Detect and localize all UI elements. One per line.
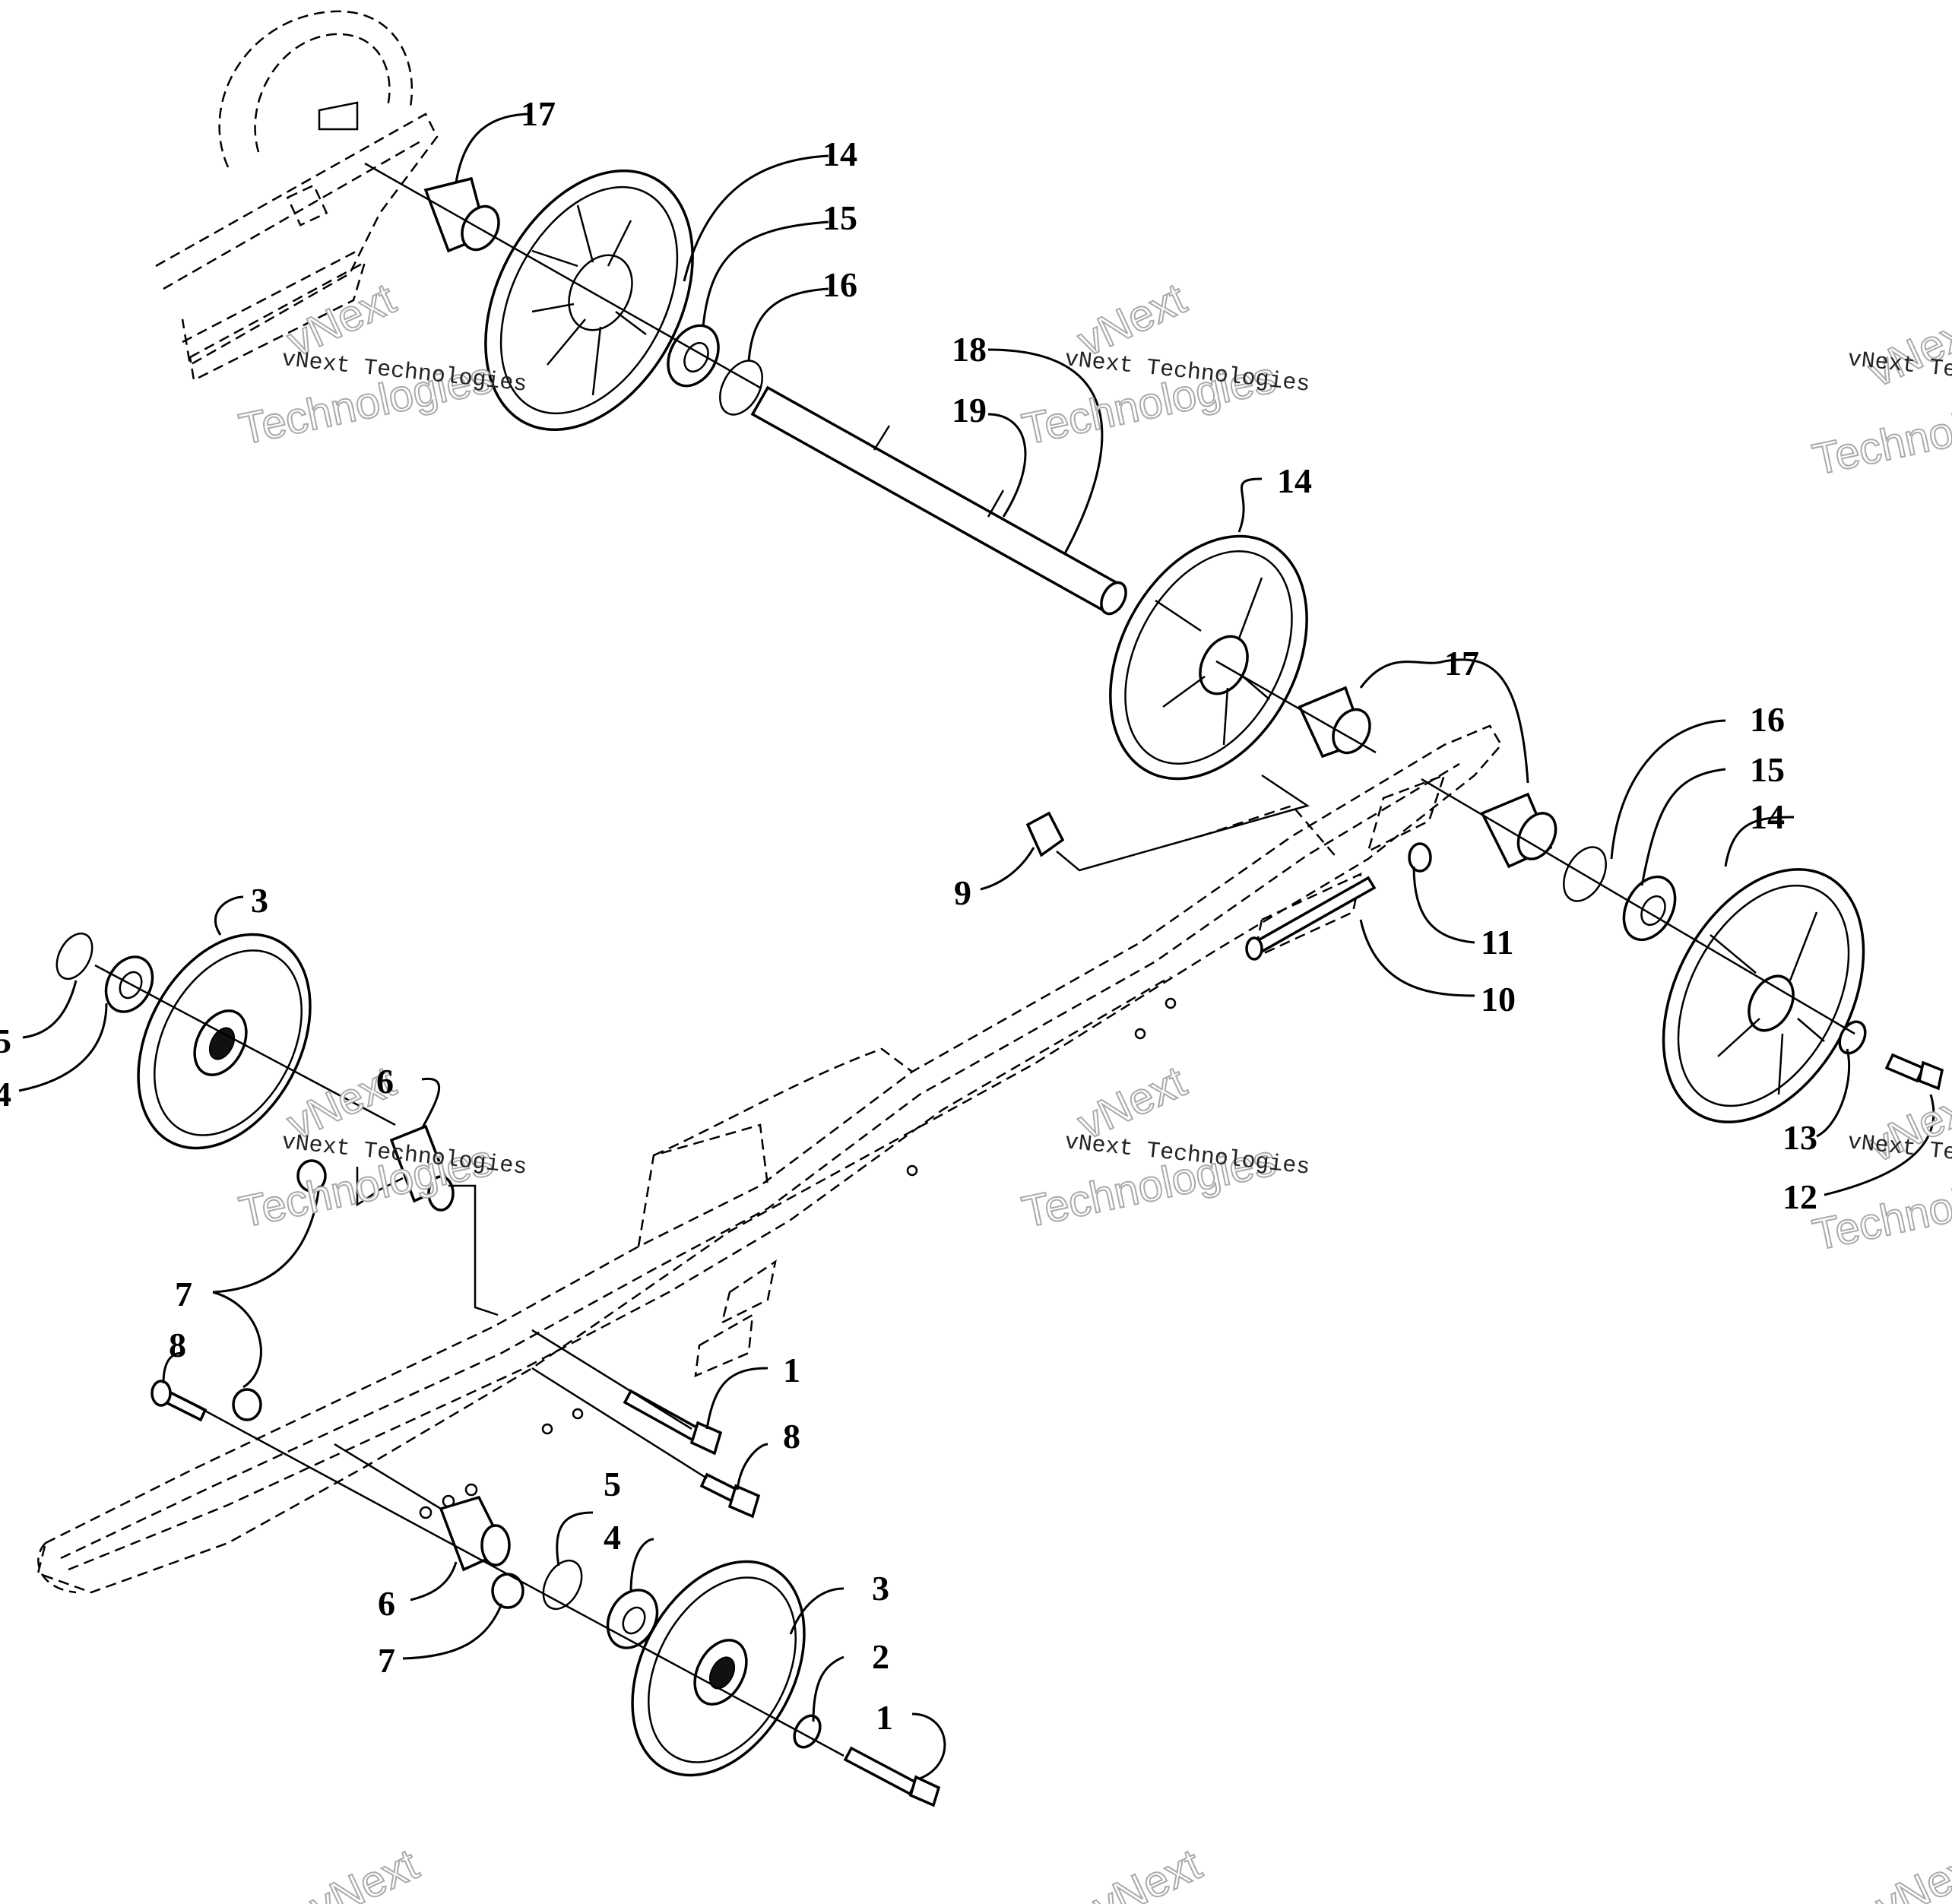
callout-18: 18 (952, 330, 987, 369)
watermark-brand: vNext (1085, 1839, 1209, 1904)
long-bolt (1245, 876, 1377, 961)
callout-11: 11 (1481, 923, 1513, 962)
callout-4: 4 (604, 1518, 621, 1557)
callout-1: 1 (783, 1351, 800, 1389)
watermark-group-5: vNext Technologies vNext Technologies (1017, 1056, 1311, 1238)
callout-19: 19 (952, 391, 987, 429)
stop-block (1025, 811, 1065, 857)
callout-1: 1 (876, 1698, 893, 1737)
callout-14: 14 (1750, 797, 1785, 836)
bearing-upper (667, 324, 720, 388)
watermark-group-1: vNext Technologies vNext Technologies (234, 273, 528, 455)
snap-ring-left-lower (542, 1560, 583, 1610)
callout-8: 8 (169, 1326, 186, 1364)
watermark-word: Technologies (1808, 383, 1952, 485)
callout-labels: 17 14 15 16 18 19 14 17 16 15 14 9 11 10… (0, 94, 1817, 1737)
watermark-group-3: vNext Technologies vNext Technologies (1808, 303, 1952, 486)
washer-lower (793, 1714, 822, 1749)
bogie-wheel-lower (631, 1560, 806, 1777)
callout-10: 10 (1481, 980, 1516, 1019)
nut-upper (296, 1159, 327, 1193)
callout-3: 3 (251, 881, 268, 920)
snap-ring-left-upper (55, 932, 93, 981)
watermark-brand: vNext (1868, 1839, 1952, 1904)
bolt-mid-1 (623, 1389, 723, 1456)
callout-12: 12 (1782, 1177, 1817, 1216)
bolt-mid-8 (699, 1472, 761, 1519)
axle (750, 385, 1127, 616)
idler-wheel-top (484, 169, 694, 432)
bearing-right (1622, 875, 1677, 942)
bushing-upper (423, 176, 500, 253)
watermark-group-bottom: vNext vNext vNext (302, 1839, 1952, 1904)
slide-rail (36, 724, 1503, 1594)
callout-14: 14 (822, 135, 857, 173)
callout-15: 15 (1750, 750, 1785, 789)
callout-15: 15 (822, 198, 857, 237)
callout-4: 4 (0, 1075, 11, 1114)
callout-17: 17 (1444, 644, 1479, 683)
watermark-word: Technologies (1808, 1158, 1952, 1260)
nut-mid-left (232, 1388, 262, 1421)
bushing-right (1480, 792, 1557, 869)
watermark-group-6: vNext Technologies vNext Technologies (1808, 1079, 1952, 1261)
bogie-wheel-upper (137, 933, 312, 1150)
callout-5: 5 (0, 1022, 11, 1060)
spacer-lower (439, 1495, 511, 1572)
callout-8: 8 (783, 1417, 800, 1456)
nut-middle (1408, 842, 1432, 873)
callout-16: 16 (1750, 700, 1785, 739)
spacer-upper (389, 1124, 455, 1212)
callout-14: 14 (1277, 461, 1312, 500)
bushing-middle (1298, 686, 1371, 759)
bolt-lower (843, 1746, 941, 1807)
callout-5: 5 (604, 1465, 621, 1503)
callout-6: 6 (376, 1062, 394, 1101)
callout-3: 3 (872, 1569, 889, 1608)
callout-16: 16 (822, 265, 857, 304)
bolt-right (1884, 1053, 1944, 1091)
callout-6: 6 (378, 1584, 395, 1623)
bolt-left-8 (151, 1380, 208, 1422)
callout-17: 17 (521, 94, 556, 133)
assembly-axis-lines (94, 162, 1855, 1757)
idler-wheel-middle (1109, 534, 1308, 781)
callout-9: 9 (954, 873, 971, 912)
callout-2: 2 (872, 1637, 889, 1676)
bearing-left-lower (606, 1589, 659, 1649)
callout-13: 13 (1782, 1118, 1817, 1157)
snap-ring-upper (719, 360, 763, 416)
callout-7: 7 (378, 1641, 395, 1680)
upper-rail-fragment (155, 10, 439, 382)
leader-lines (18, 112, 1935, 1780)
callout-7: 7 (175, 1275, 192, 1313)
watermark-brand: vNext (303, 1839, 426, 1904)
